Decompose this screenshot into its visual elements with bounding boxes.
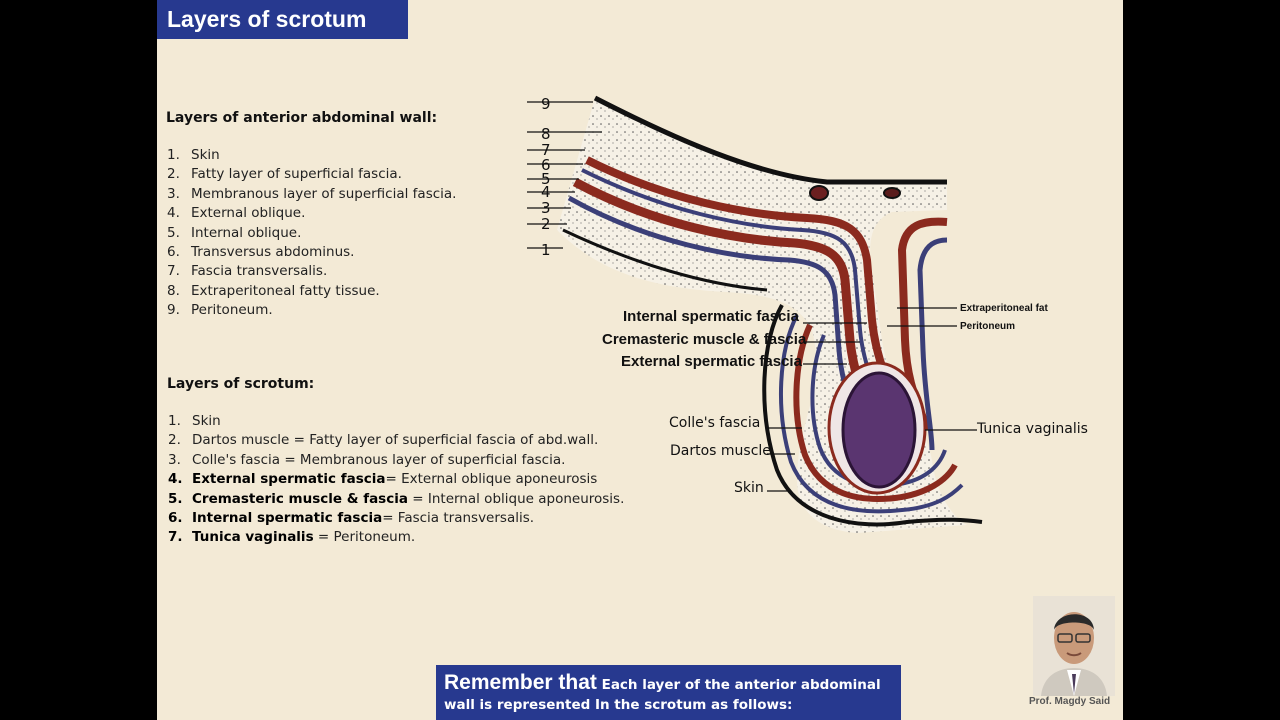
list-item: 3.Colle's fascia = Membranous layer of s… [168,451,566,468]
vessel-shape [809,185,829,201]
layer-number-2: 2 [541,215,551,233]
slide-title: Layers of scrotum [157,0,408,39]
layer-number-8: 8 [541,125,551,143]
membranous-layer [562,228,768,292]
list-item: 2.Dartos muscle = Fatty layer of superfi… [168,432,599,449]
scrotum-heading: Layers of scrotum: [167,376,315,392]
scrotum-layers-diagram [527,95,983,533]
remember-line1: Each layer of the anterior abdominal [596,677,881,693]
scrotal-sac-outer [762,304,983,527]
remember-lead: Remember that [444,671,597,694]
internal-spermatic-fascia-label: Internal spermatic fascia [623,308,799,325]
scrotal-sac-layer [793,323,958,502]
presenter-caption: Prof. Magdy Said [1029,696,1111,707]
peritoneum-line [593,95,947,185]
list-item: 1.Skin [167,147,220,163]
list-item: 5.Internal oblique. [167,224,302,241]
layer-number-6: 6 [541,156,551,174]
list-item: 9.Peritoneum. [167,302,273,319]
list-item: 6.Transversus abdominus. [167,243,355,260]
layer-number-4: 4 [541,183,551,201]
dartos-muscle-label: Dartos muscle [670,443,771,459]
layer-number-5: 5 [541,170,551,188]
list-item: 5.Cremasteric muscle & fascia = Internal… [168,490,625,507]
remember-line2: wall is represented In the scrotum as fo… [444,697,793,713]
scrotal-sac-layer [779,314,964,514]
layer-number-9: 9 [541,95,551,113]
tunica-vaginalis-label: Tunica vaginalis [977,421,1088,437]
peritoneum-label: Peritoneum [960,321,1016,332]
list-item: 1.Skin [168,413,221,429]
list-item: 6.Internal spermatic fascia= Fascia tran… [168,509,535,526]
presenter-photo [1033,596,1115,696]
remember-box: Remember that Each layer of the anterior… [436,665,901,720]
list-item: 7.Tunica vaginalis = Peritoneum. [168,529,416,546]
list-item: 7.Fascia transversalis. [167,263,328,280]
right-fascia-layer [917,237,948,451]
list-item: 4.External spermatic fascia= External ob… [168,471,598,488]
scrotum-list: 1.Skin 2.Dartos muscle = Fatty layer of … [168,412,624,548]
colles-fascia-label: Colle's fascia [669,415,761,431]
testis-shape [841,371,917,489]
vessel-shape [883,187,901,199]
slide: Layers of scrotum Layers of anterior abd… [157,0,1123,720]
layer-number-7: 7 [541,141,551,159]
list-item: 4.External oblique. [167,205,306,222]
layer-number-3: 3 [541,199,551,217]
list-item: 2.Fatty layer of superficial fascia. [167,166,402,183]
abdominal-wall-heading: Layers of anterior abdominal wall: [166,110,438,126]
extraperitoneal-fat-label: Extraperitoneal fat [960,303,1048,314]
list-item: 3.Membranous layer of superficial fascia… [167,185,457,202]
abdominal-wall-list: 1.Skin 2.Fatty layer of superficial fasc… [167,146,456,321]
layer-number-1: 1 [541,241,551,259]
external-spermatic-fascia-label: External spermatic fascia [621,353,802,370]
cremasteric-muscle-label: Cremasteric muscle & fascia [602,331,807,348]
skin-label: Skin [734,480,764,496]
list-item: 8.Extraperitoneal fatty tissue. [167,282,380,299]
